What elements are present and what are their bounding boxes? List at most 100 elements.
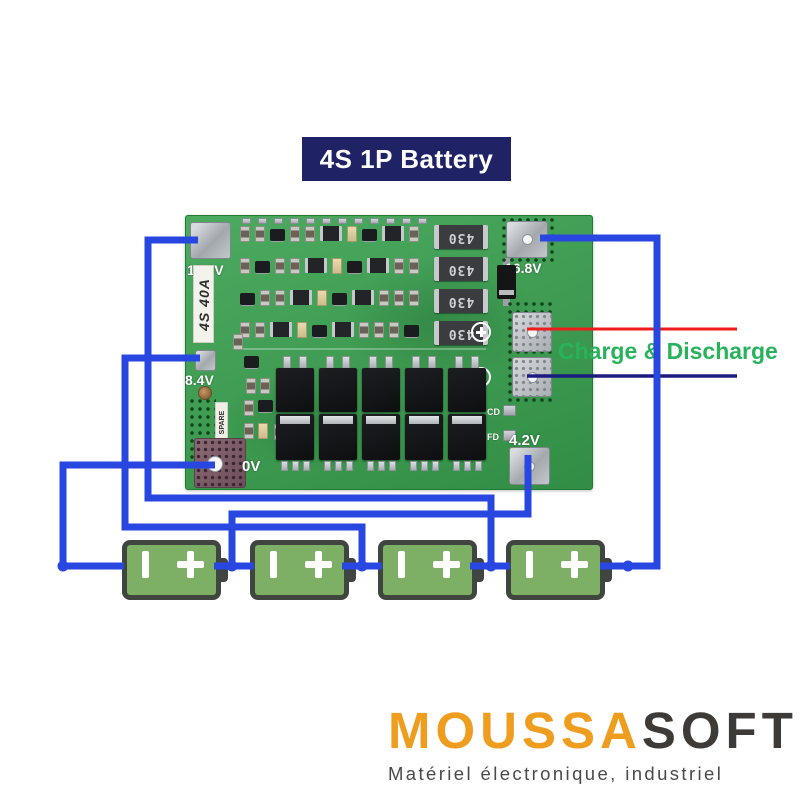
mosfet <box>276 368 314 412</box>
battery-positive-cap <box>473 558 484 582</box>
mosfet <box>276 414 314 460</box>
mosfet-leg <box>367 461 374 471</box>
solder-pad <box>386 218 395 224</box>
pad-p-minus <box>512 357 552 397</box>
pcb-trace <box>241 348 486 350</box>
minus-terminal-icon <box>398 551 405 578</box>
smd-component <box>305 258 327 273</box>
smd-component <box>258 423 268 439</box>
rating-sticker: 4S 40A <box>193 265 214 343</box>
smd-component <box>260 290 270 306</box>
rating-label: 4S 40A <box>196 278 212 331</box>
wire-junction-dot <box>356 560 368 572</box>
pad-16-8v <box>506 221 548 258</box>
fd-label: FD <box>487 432 499 442</box>
smd-component <box>409 226 419 242</box>
pad-hole <box>521 234 533 245</box>
smd-component <box>240 258 250 274</box>
brand-logo: MOUSSASOFT Matériel électronique, indust… <box>388 702 798 785</box>
mosfet <box>448 368 486 412</box>
smd-component <box>270 322 292 337</box>
pad-4-2v <box>509 447 550 485</box>
mosfet-leg <box>453 461 460 471</box>
mosfet <box>405 368 443 412</box>
battery-cell-3 <box>378 540 484 600</box>
mosfet-leg <box>281 461 288 471</box>
solder-pad <box>258 218 267 224</box>
mosfet-leg <box>464 461 471 471</box>
smd-component <box>312 325 327 337</box>
smd-component <box>297 322 307 338</box>
pad-hole <box>526 371 538 383</box>
brand-wordmark: MOUSSASOFT <box>388 702 798 759</box>
brand-tagline: Matériel électronique, industriel <box>388 763 724 785</box>
smd-component <box>404 325 419 337</box>
mounting-hole <box>198 386 212 400</box>
solder-pad <box>354 218 363 224</box>
mosfet-leg <box>324 461 331 471</box>
minus-terminal-icon <box>142 551 149 578</box>
mosfet-tab <box>409 416 439 424</box>
smd-component <box>258 400 273 412</box>
smd-component <box>389 322 399 338</box>
solder-pad <box>322 218 331 224</box>
smd-component <box>332 322 354 337</box>
mosfet-tab <box>280 416 310 424</box>
fd-pad <box>503 430 516 441</box>
smd-component <box>409 258 419 274</box>
mosfet-tab <box>323 416 353 424</box>
solder-pad <box>338 218 347 224</box>
smd-component <box>290 258 300 274</box>
smd-component <box>347 261 362 273</box>
battery-cell-1 <box>122 540 228 600</box>
battery-positive-cap <box>345 558 356 582</box>
mosfet-leg <box>421 461 428 471</box>
smd-component <box>382 226 404 241</box>
smd-component <box>255 261 270 273</box>
smd-component <box>317 290 327 306</box>
resistor-label: 430 <box>447 230 475 245</box>
pad-8-4v <box>195 350 216 371</box>
plus-terminal-icon <box>433 551 460 578</box>
smd-component <box>275 258 285 274</box>
smd-component <box>270 229 285 241</box>
solder-pad <box>370 218 379 224</box>
power-resistor: 430 <box>434 289 488 313</box>
smd-component <box>290 290 312 305</box>
diagram-title: 4S 1P Battery <box>302 137 511 181</box>
solder-pad <box>290 218 299 224</box>
mosfet-tab <box>452 416 482 424</box>
pad-label-4-2v: 4.2V <box>509 432 540 449</box>
solder-pad <box>274 218 283 224</box>
battery-positive-cap <box>601 558 612 582</box>
mosfet <box>319 414 357 460</box>
wire-junction-dot <box>57 560 69 572</box>
plus-terminal-icon <box>177 551 204 578</box>
smd-component <box>320 226 342 241</box>
pad-label-0v: 0V <box>242 458 261 475</box>
plus-symbol-icon <box>471 322 491 342</box>
smd-component <box>240 226 250 242</box>
mosfet <box>405 414 443 460</box>
smd-component <box>332 258 342 274</box>
smd-component <box>409 290 419 306</box>
smd-component <box>394 258 404 274</box>
smd-component <box>244 356 259 368</box>
smd-component <box>255 226 265 242</box>
mosfet-leg <box>378 461 385 471</box>
smd-component <box>347 226 357 242</box>
charge-discharge-label: Charge & Discharge <box>558 338 778 364</box>
smd-component <box>305 226 315 242</box>
cd-label: CD <box>487 407 500 417</box>
wire-junction-dot <box>226 560 238 572</box>
battery-cell-4 <box>506 540 612 600</box>
mosfet-leg <box>389 461 396 471</box>
mosfet <box>362 368 400 412</box>
pad-p-plus <box>512 312 552 352</box>
battery-cell-2 <box>250 540 356 600</box>
mosfet-tab <box>366 416 396 424</box>
smd-component <box>374 322 384 338</box>
pad-hole <box>526 326 538 338</box>
spare-sticker: SPARE <box>215 402 228 439</box>
